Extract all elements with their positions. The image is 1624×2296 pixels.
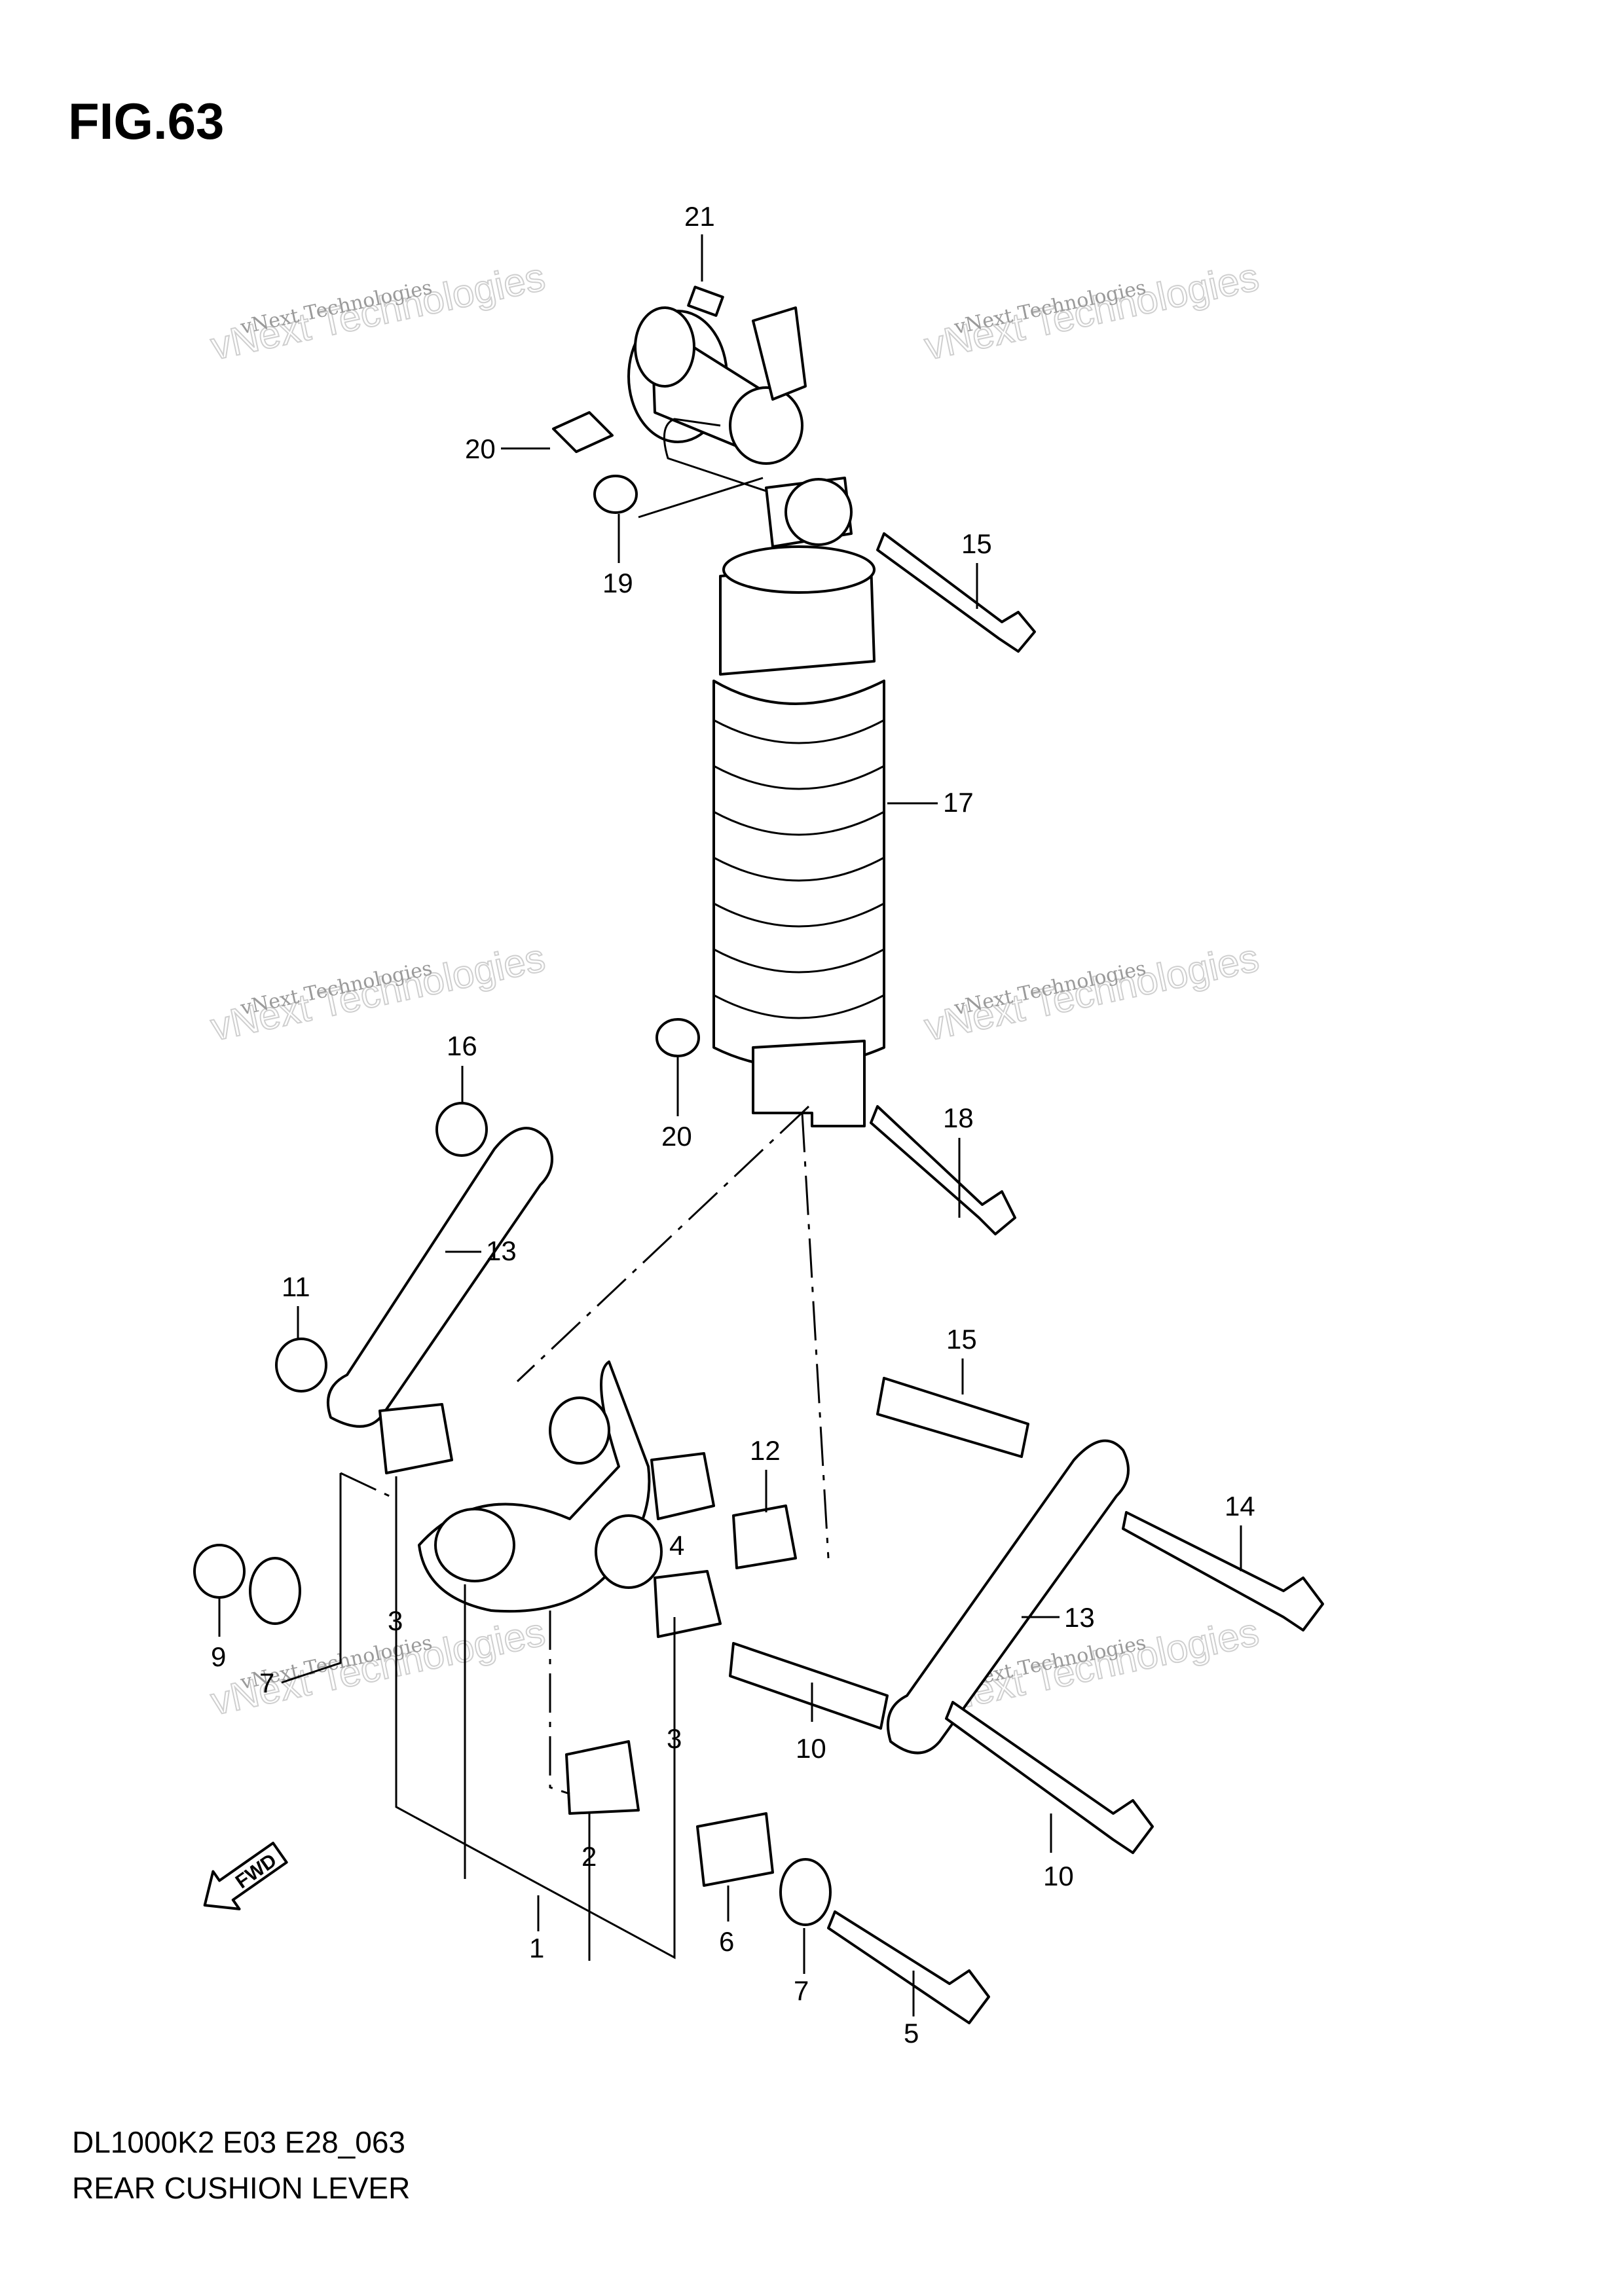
callout-13-upper: 13 [486, 1235, 517, 1266]
lever-boss-right [595, 1514, 663, 1589]
callout-6: 6 [719, 1926, 734, 1957]
callout-1: 1 [529, 1933, 544, 1963]
watermark-large: vNext Technologies [921, 936, 1263, 1049]
callout-14: 14 [1225, 1491, 1255, 1522]
part-13-rod-upper [326, 1127, 553, 1428]
part-15-spacer [876, 1377, 1029, 1458]
part-18-bolt [876, 532, 1036, 653]
part-16-nut [435, 1102, 488, 1157]
part-20-collar-bottom [655, 1018, 700, 1057]
part-7-washer-right [779, 1858, 832, 1926]
callout-15: 15 [946, 1324, 977, 1355]
part-12-spacer [732, 1504, 797, 1569]
reservoir-assembly [552, 285, 807, 519]
callout-5: 5 [904, 2018, 919, 2049]
part-6-spacer [696, 1812, 774, 1887]
callout-8: 9 [211, 1641, 226, 1672]
part-11-nut [275, 1338, 327, 1393]
shock-mount-leaders [516, 1105, 830, 1559]
callouts: 21 20 19 15 17 16 20 18 13 11 15 12 14 [211, 201, 1255, 2049]
callout-2: 2 [581, 1841, 597, 1872]
watermark-large: vNext Technologies [921, 255, 1263, 368]
part-10-spacer-long [729, 1642, 889, 1730]
fwd-arrow-shape [203, 1842, 288, 1910]
leader-reservoir [638, 477, 764, 519]
reservoir-bracket [752, 306, 807, 401]
callout-18: 15 [961, 528, 992, 559]
part-5-bolt [827, 1910, 990, 2024]
shock-clevis [752, 1040, 866, 1127]
grouping-brackets [281, 1473, 676, 1961]
watermark-large: vNext Technologies [207, 255, 549, 368]
section-name: REAR CUSHION LEVER [72, 2171, 411, 2205]
reservoir-end [729, 386, 803, 465]
callout-3-right: 3 [667, 1723, 682, 1754]
part-9-bolt [945, 1701, 1154, 1854]
model-code: DL1000K2 E03 E28_063 [72, 2125, 405, 2159]
part-2-bushing [565, 1740, 640, 1815]
callout-4: 4 [669, 1530, 684, 1561]
callout-20-bottom: 20 [661, 1121, 692, 1152]
part-8-nut [193, 1544, 246, 1599]
callout-19: 18 [943, 1102, 974, 1133]
callout-3-left: 3 [388, 1605, 403, 1636]
lever-boss-top [549, 1396, 610, 1465]
part-21-clamp [552, 411, 614, 453]
callout-20-top: 19 [602, 568, 633, 598]
cushion-rods [326, 1127, 1130, 1755]
part-17-spring [712, 680, 885, 1068]
watermark-large: vNext Technologies [207, 936, 549, 1049]
reservoir-hose [663, 418, 786, 499]
shock-top-eye-hole [784, 478, 853, 546]
part-22-screw [687, 285, 724, 317]
callout-7-right: 7 [794, 1975, 809, 2006]
callout-22: 21 [684, 201, 715, 232]
figure-title: FIG.63 [68, 92, 225, 150]
callout-9: 10 [1043, 1861, 1074, 1891]
part-14-bolt [1122, 1511, 1324, 1631]
part-3-bushing-lower [654, 1570, 722, 1638]
part-20-collar-top [593, 475, 638, 514]
part-19-bolt [870, 1105, 1016, 1235]
fwd-arrow: FWD [203, 1842, 288, 1910]
callout-7-left: 7 [259, 1667, 274, 1698]
callout-21: 20 [465, 433, 496, 464]
assembly-leaders [340, 1472, 570, 1795]
cushion-lever [193, 1102, 1324, 2024]
shock-body-top [722, 545, 876, 594]
reservoir-cap [634, 306, 695, 388]
callout-11: 11 [282, 1271, 310, 1302]
watermark-large: vNext Technologies [207, 1610, 549, 1723]
callout-16: 16 [447, 1030, 477, 1061]
part-4-bushing [650, 1452, 715, 1520]
spring-coils [713, 719, 885, 1019]
lever-boss-left [434, 1508, 515, 1582]
callout-17: 17 [943, 787, 974, 818]
part-3-bushing-upper [378, 1403, 453, 1474]
shock-absorber [516, 477, 1036, 1559]
part-7-washer-left [249, 1557, 301, 1625]
part-13-rod-lower [886, 1439, 1130, 1755]
callout-12: 12 [750, 1435, 781, 1466]
callout-13-lower: 13 [1064, 1602, 1095, 1633]
callout-10: 10 [796, 1733, 826, 1764]
